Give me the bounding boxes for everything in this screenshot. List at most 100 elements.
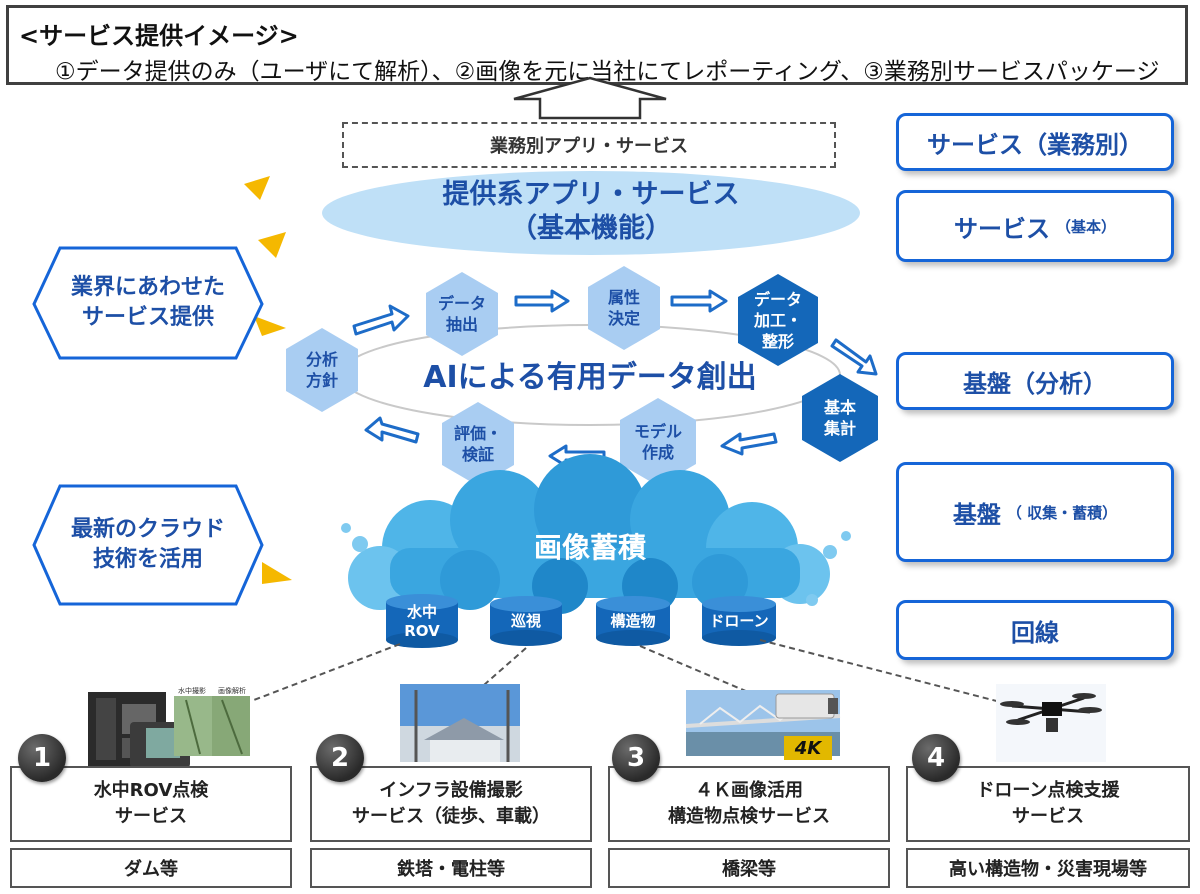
service-line2: サービス（徒歩、車載）: [352, 806, 550, 827]
service-line1: ４Ｋ画像活用: [695, 780, 803, 801]
service-number-1: 1: [18, 734, 66, 782]
step-text: 基本: [823, 398, 856, 417]
hex-data-process: [738, 274, 818, 366]
service-number-2: 2: [316, 734, 364, 782]
layer-network: 回線: [896, 600, 1174, 660]
db-label-patrol: 巡視: [490, 604, 562, 638]
db-text: 構造物: [610, 611, 656, 630]
layer-main: サービス（業務別）: [927, 130, 1143, 159]
rov-photo-label-2: 画像解析: [218, 687, 246, 695]
layer-sub: （ 収集・蓄積）: [1006, 503, 1118, 522]
arrow-down-right-icon: [830, 338, 878, 376]
layer-service-basic: サービス （基本）: [896, 190, 1174, 262]
step-text: 属性: [607, 288, 640, 307]
triangle-icon: [262, 562, 292, 584]
hex-cloud-line1: 最新のクラウド: [70, 517, 225, 542]
step-text: 決定: [607, 309, 640, 328]
step-text: 方針: [305, 371, 338, 390]
layer-main: サービス: [953, 214, 1050, 243]
service-line1: ドローン点検支援: [976, 780, 1120, 801]
step-text: 分析: [305, 350, 338, 369]
db-text: 水中: [406, 603, 437, 621]
header-box: <サービス提供イメージ> ①データ提供のみ（ユーザにて解析）、②画像を元に当社に…: [6, 5, 1188, 85]
arrow-right-icon: [514, 289, 570, 313]
step-text: 集計: [823, 419, 856, 438]
layer-sub: （基本）: [1055, 217, 1116, 236]
layer-infra-collect: 基盤 （ 収集・蓄積）: [896, 462, 1174, 562]
layer-infra-analysis: 基盤（分析）: [896, 352, 1174, 410]
apps-dashed-box: 業務別アプリ・サービス: [342, 122, 836, 168]
service-box-3: ４Ｋ画像活用 構造物点検サービス: [608, 766, 890, 842]
db-text: ドローン: [709, 611, 769, 630]
db-patrol-icon: [490, 596, 562, 646]
step-text: 整形: [761, 331, 794, 351]
badge-4k: 4K: [784, 736, 832, 760]
example-box-1: ダム等: [10, 848, 292, 888]
service-line2: サービス: [115, 806, 187, 827]
service-line2: 構造物点検サービス: [668, 806, 830, 827]
db-label-rov: 水中 ROV: [386, 600, 458, 644]
service-box-2: インフラ設備撮影 サービス（徒歩、車載）: [310, 766, 592, 842]
hex-cloud-tech: [32, 484, 264, 606]
db-structure-icon: [596, 596, 670, 646]
service-number-3: 3: [612, 734, 660, 782]
provided-line1: 提供系アプリ・サービス: [442, 179, 740, 210]
step-text: 抽出: [445, 315, 478, 334]
service-line1: 水中ROV点検: [93, 780, 209, 801]
step-data-extract: データ 抽出: [426, 272, 498, 356]
arrow-left-icon: [720, 432, 778, 456]
hex-analysis-policy: [286, 328, 358, 412]
triangle-icon: [258, 232, 286, 258]
photo-infra: [400, 684, 520, 762]
hex-industry-line2: サービス提供: [81, 305, 214, 330]
arrow-right-icon: [670, 289, 728, 313]
service-line1: インフラ設備撮影: [379, 780, 523, 801]
db-rov-icon: [386, 594, 458, 648]
hex-industry-label: 業界にあわせた サービス提供: [34, 248, 262, 358]
header-subtitle: ①データ提供のみ（ユーザにて解析）、②画像を元に当社にてレポーティング、③業務別…: [55, 59, 1160, 85]
step-attribute: 属性 決定: [588, 266, 660, 350]
step-text: モデル: [633, 422, 682, 441]
db-text: 巡視: [510, 611, 541, 630]
step-evaluate: 評価・ 検証: [442, 402, 514, 486]
cloud-title: 画像蓄積: [533, 531, 646, 564]
arrow-right-icon: [352, 304, 410, 336]
hex-basic-agg: [802, 374, 878, 462]
step-text: 検証: [461, 445, 494, 464]
photo-rov: [88, 692, 250, 768]
triangle-icon: [244, 176, 270, 200]
hex-cloud-line2: 技術を活用: [92, 547, 203, 572]
step-analysis-policy: 分析 方針: [286, 328, 358, 412]
hex-cloud-tech-label: 最新のクラウド 技術を活用: [34, 486, 262, 604]
provided-line2: （基本機能）: [510, 213, 672, 244]
hex-industry: [32, 246, 264, 360]
hex-attribute: [588, 266, 660, 350]
service-box-1: 水中ROV点検 サービス: [10, 766, 292, 842]
db-label-drone: ドローン: [702, 604, 776, 638]
photo-drone: [996, 684, 1106, 762]
provided-services-title: 提供系アプリ・サービス （基本機能）: [324, 171, 858, 253]
rov-photo-label-1: 水中撮影: [178, 687, 206, 695]
hex-evaluate: [442, 402, 514, 486]
service-number-4: 4: [912, 734, 960, 782]
step-text: データ: [753, 289, 802, 309]
example-box-2: 鉄塔・電柱等: [310, 848, 592, 888]
cycle-title: AIによる有用データ創出: [423, 360, 757, 395]
triangle-icon: [254, 316, 286, 336]
layer-service-business: サービス（業務別）: [896, 113, 1174, 171]
hex-industry-line1: 業界にあわせた: [70, 275, 225, 300]
up-arrow-icon: [513, 76, 667, 120]
cloud-shape: [348, 454, 830, 614]
db-label-structure: 構造物: [596, 604, 670, 638]
db-drone-icon: [702, 596, 776, 646]
layer-main: 基盤: [952, 500, 1001, 529]
step-text: データ: [437, 294, 486, 313]
db-cylinders: [386, 594, 776, 648]
step-text: 作成: [641, 443, 674, 462]
layer-main: 回線: [1011, 618, 1059, 647]
db-text: ROV: [404, 622, 440, 640]
step-text: 評価・: [453, 424, 502, 443]
step-text: 加工・: [753, 310, 802, 330]
step-basic-agg: 基本 集計: [802, 374, 878, 462]
hex-model: [620, 398, 696, 486]
